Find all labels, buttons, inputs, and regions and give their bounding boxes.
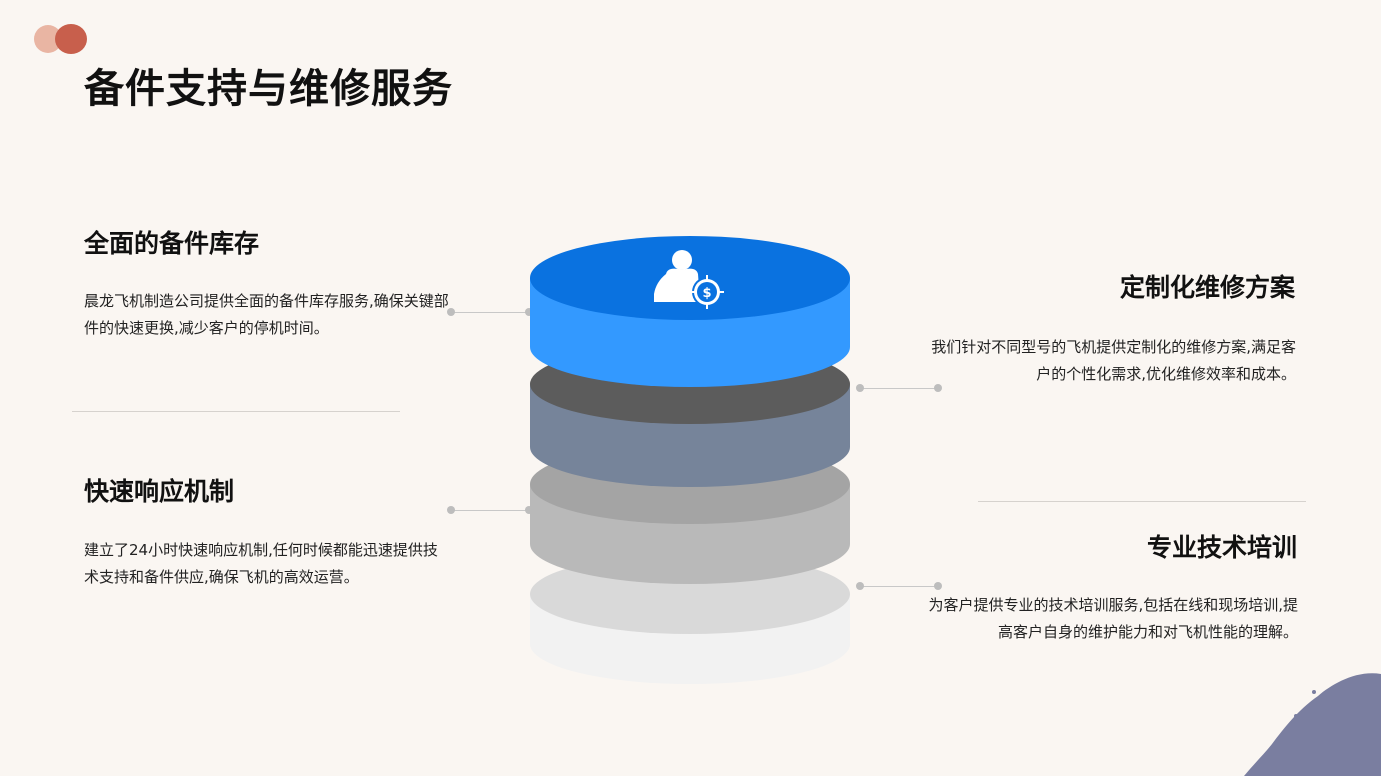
section-text-response: 建立了24小时快速响应机制,任何时候都能迅速提供技术支持和备件供应,确保飞机的高… xyxy=(84,541,438,586)
person-dollar-target-icon: $ xyxy=(654,250,724,309)
stacked-cylinders: $ xyxy=(530,236,850,684)
connector-dot xyxy=(934,582,942,590)
section-text-custom: 我们针对不同型号的飞机提供定制化的维修方案,满足客户的个性化需求,优化维修效率和… xyxy=(931,338,1296,383)
connector-dot xyxy=(856,384,864,392)
section-heading-custom: 定制化维修方案 xyxy=(1119,273,1295,302)
decor-circle-dark xyxy=(55,24,87,54)
connector-dot xyxy=(525,506,533,514)
svg-text:$: $ xyxy=(702,286,711,301)
section-heading-response: 快速响应机制 xyxy=(84,477,235,506)
connector-dot xyxy=(856,582,864,590)
page-title: 备件支持与维修服务 xyxy=(84,66,453,112)
connector-dot xyxy=(447,506,455,514)
connector-left-bottom xyxy=(452,510,530,511)
connector-left-top xyxy=(452,312,530,313)
divider-left xyxy=(72,411,400,412)
section-text-inventory: 晨龙飞机制造公司提供全面的备件库存服务,确保关键部件的快速更换,减少客户的停机时… xyxy=(84,292,449,337)
divider-right xyxy=(978,501,1306,502)
section-text-training: 为客户提供专业的技术培训服务,包括在线和现场培训,提高客户自身的维护能力和对飞机… xyxy=(928,596,1298,641)
connector-right-top xyxy=(860,388,938,389)
connector-dot xyxy=(934,384,942,392)
section-heading-inventory: 全面的备件库存 xyxy=(84,229,260,258)
brush-decoration xyxy=(1244,673,1381,776)
connector-dot xyxy=(525,308,533,316)
connector-right-bottom xyxy=(860,586,938,587)
connector-dot xyxy=(447,308,455,316)
section-heading-training: 专业技术培训 xyxy=(1146,533,1297,562)
